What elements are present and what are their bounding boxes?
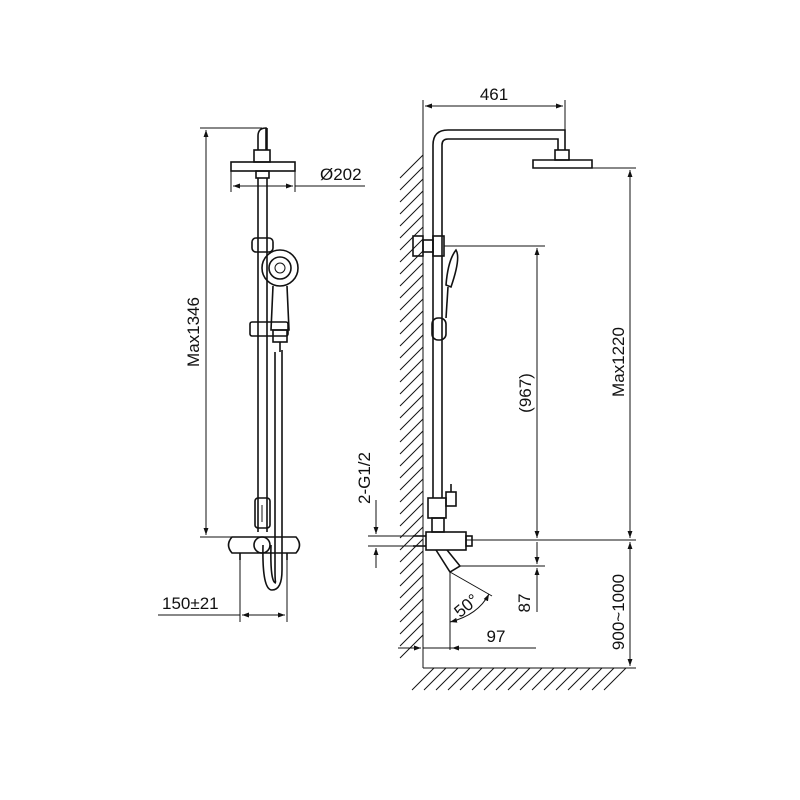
inlet-spacing-label: 150±21 — [162, 594, 219, 613]
wall-hatch-line — [399, 370, 424, 395]
wall-hatch-line — [399, 322, 424, 347]
dimension-bracket-span: (967) — [444, 245, 545, 538]
wall-hatch-line — [399, 346, 424, 371]
wall-hatch-line — [399, 394, 424, 419]
floor-hatch-line — [567, 667, 591, 691]
front-hose — [262, 350, 283, 591]
side-upper-bracket — [412, 235, 445, 257]
floor-hatch-line — [543, 667, 567, 691]
wall-hatch-line — [399, 166, 424, 191]
spout-reach-label: 97 — [487, 627, 506, 646]
dimension-inlet-spacing: 150±21 — [158, 560, 288, 622]
wall-hatch-line — [399, 334, 424, 359]
wall-hatch-line — [399, 310, 424, 335]
bracket-span-label: (967) — [516, 373, 535, 413]
floor-hatch-line — [471, 667, 495, 691]
wall-hatch-line — [399, 238, 424, 263]
floor-hatch-line — [519, 667, 543, 691]
wall-hatch-line — [399, 154, 424, 179]
wall-hatch-line — [399, 358, 424, 383]
floor-hatch-line — [555, 667, 579, 691]
wall-hatch-line — [399, 262, 424, 287]
spout-height-label: 87 — [515, 594, 534, 613]
wall-hatch-line — [399, 634, 424, 659]
wall-hatch-line — [399, 466, 424, 491]
side-slide-holder — [431, 317, 447, 341]
wall-hatch-line — [399, 622, 424, 647]
front-gooseneck — [257, 127, 268, 150]
floor-hatch — [411, 667, 627, 691]
floor-hatch-line — [483, 667, 507, 691]
wall-hatch-line — [399, 382, 424, 407]
spout-angle-label: 50° — [451, 590, 483, 621]
wall-hatch-line — [399, 418, 424, 443]
floor-hatch-line — [531, 667, 555, 691]
front-wall-bracket — [251, 237, 274, 253]
floor-hatch-line — [447, 667, 471, 691]
wall-hatch-line — [399, 442, 424, 467]
max-head-label: Max1220 — [609, 327, 628, 397]
side-spout — [435, 549, 462, 574]
max-height-label: Max1346 — [184, 297, 203, 367]
floor-hatch-line — [423, 667, 447, 691]
floor-hatch-line — [603, 667, 627, 691]
front-view: Max1346 Ø202 150±21 — [158, 127, 365, 622]
wall-hatch-line — [399, 550, 424, 575]
side-mixer-body — [413, 517, 473, 551]
floor-hatch-line — [495, 667, 519, 691]
front-riser-pipe — [257, 178, 268, 532]
wall-hatch-line — [399, 562, 424, 587]
floor-hatch-line — [579, 667, 603, 691]
wall-hatch-line — [399, 610, 424, 635]
wall-hatch-line — [399, 574, 424, 599]
dimension-max-height: Max1346 — [184, 127, 262, 538]
dimension-max-head-height: Max1220 — [466, 167, 636, 541]
side-hand-shower — [445, 248, 459, 289]
wall-hatch-line — [399, 502, 424, 527]
inlet-thread-label: 2-G1/2 — [355, 452, 374, 504]
dimension-arm-reach: 461 — [422, 85, 566, 170]
wall-hatch-line — [399, 286, 424, 311]
arm-reach-label: 461 — [480, 85, 508, 104]
wall-hatch-line — [399, 538, 424, 563]
wall-hatch-line — [399, 406, 424, 431]
wall-hatch-line — [399, 598, 424, 623]
wall-hatch-line — [399, 454, 424, 479]
wall-hatch-line — [399, 490, 424, 515]
front-mixer-body — [227, 536, 301, 560]
front-slide-holder — [249, 321, 289, 337]
wall-hatch-line — [399, 478, 424, 503]
floor-hatch-line — [591, 667, 615, 691]
mount-height-label: 900~1000 — [609, 574, 628, 650]
side-riser-pipe — [432, 145, 443, 498]
wall-hatch-line — [399, 178, 424, 203]
wall-hatch-line — [399, 226, 424, 251]
dimension-head-diameter: Ø202 — [230, 165, 365, 192]
wall-hatch-line — [399, 430, 424, 455]
wall-hatch-line — [399, 190, 424, 215]
side-top-arm — [432, 129, 566, 150]
side-view: 461 Max1220 (967) 2-G1/2 — [355, 85, 636, 691]
front-diverter — [254, 497, 271, 529]
dimension-inlet-thread: 2-G1/2 — [355, 452, 413, 568]
floor-hatch-line — [507, 667, 531, 691]
dimension-mount-height: 900~1000 — [609, 542, 636, 669]
wall-hatch-line — [399, 202, 424, 227]
head-diameter-label: Ø202 — [320, 165, 362, 184]
dimension-spout-reach: 97 — [398, 627, 536, 651]
wall-hatch-line — [399, 274, 424, 299]
wall-hatch-line — [399, 514, 424, 539]
front-hand-shower — [261, 249, 299, 352]
floor-hatch-line — [459, 667, 483, 691]
wall-hatch-line — [399, 250, 424, 275]
dimension-spout-height: 87 — [460, 542, 545, 612]
wall-hatch-line — [399, 214, 424, 239]
floor-hatch-line — [411, 667, 435, 691]
front-shower-head — [230, 149, 296, 179]
side-shower-head — [532, 149, 593, 169]
wall-hatch-line — [399, 298, 424, 323]
floor-hatch-line — [435, 667, 459, 691]
wall-hatch-line — [399, 586, 424, 611]
